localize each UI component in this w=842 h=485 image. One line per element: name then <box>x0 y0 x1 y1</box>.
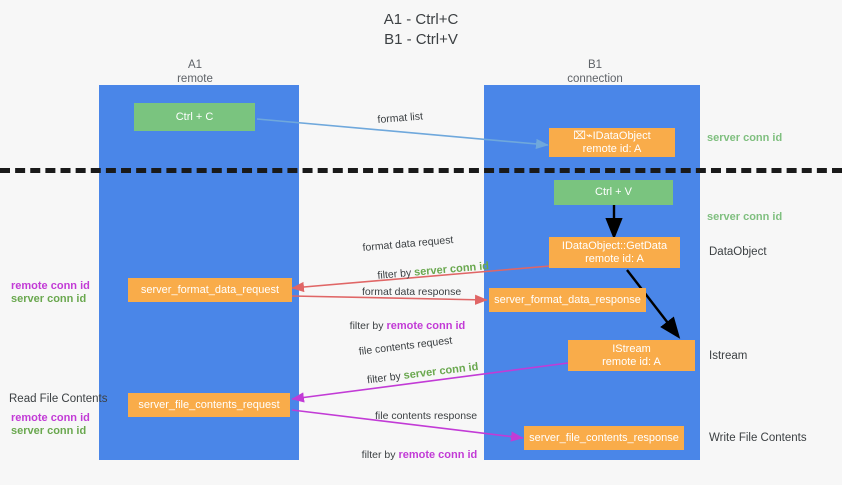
label-server-conn-id-top: server conn id <box>707 132 783 144</box>
label-bottom-remote-conn-id: remote conn id <box>11 412 90 424</box>
edge-filter-value-server-conn-id: server conn id <box>402 360 480 382</box>
edge-filter-value-server-conn-id: server conn id <box>413 260 490 279</box>
label-dataobject: DataObject <box>709 246 767 258</box>
node-server-format-data-request[interactable]: server_format_data_request <box>128 278 292 302</box>
node-istream[interactable]: IStream remote id: A <box>568 340 695 371</box>
node-server-file-contents-response[interactable]: server_file_contents_response <box>524 426 684 450</box>
label-read-file-contents: Read File Contents <box>9 393 108 405</box>
arrow-getdata-to-istream <box>626 269 681 339</box>
node-server-format-data-request-label: server_format_data_request <box>140 283 280 296</box>
label-write-file-contents: Write File Contents <box>709 432 807 444</box>
phase-divider <box>0 168 842 173</box>
node-idataobject-clipboard[interactable]: ⌧⌁IDataObject remote id: A <box>549 128 675 157</box>
label-server-conn-id-mid: server conn id <box>707 211 783 223</box>
edge-filter-value-remote-conn-id: remote conn id <box>386 320 466 332</box>
edge-label-format-data-response-filter: filter by remote conn id <box>338 305 466 347</box>
arrow-format-data-response <box>291 294 488 305</box>
node-idataobject-clipboard-line1: ⌧⌁IDataObject <box>573 129 651 142</box>
edge-filter-value-remote-conn-id: remote conn id <box>398 449 478 461</box>
edge-filter-prefix: filter by <box>361 449 399 461</box>
node-server-file-contents-response-label: server_file_contents_response <box>529 431 679 444</box>
arrow-file-contents-request <box>291 362 569 403</box>
node-ctrl-v-label: Ctrl + V <box>595 186 632 198</box>
node-ctrl-c-label: Ctrl + C <box>175 110 214 123</box>
arrow-format-data-request <box>291 265 551 293</box>
node-server-format-data-response-label: server_format_data_response <box>494 293 641 306</box>
edge-label-format-data-response: format data response <box>362 286 462 298</box>
node-idataobject-clipboard-line2: remote id: A <box>582 142 642 155</box>
node-istream-line1: IStream <box>612 342 651 355</box>
page-title: A1 - Ctrl+C B1 - Ctrl+V <box>383 11 459 48</box>
node-server-format-data-response[interactable]: server_format_data_response <box>489 288 646 312</box>
edge-filter-prefix: filter by <box>376 266 415 282</box>
arrow-format-list <box>256 118 549 150</box>
label-bottom-server-conn-id: server conn id <box>11 425 87 437</box>
node-istream-line2: remote id: A <box>602 355 661 368</box>
node-server-file-contents-request[interactable]: server_file_contents_request <box>128 393 290 417</box>
edge-filter-prefix: filter by <box>366 369 405 387</box>
node-idataobject-getdata-line1: IDataObject::GetData <box>561 239 668 252</box>
node-ctrl-c[interactable]: Ctrl + C <box>134 103 255 131</box>
node-idataobject-getdata[interactable]: IDataObject::GetData remote id: A <box>549 237 680 268</box>
column-header-a1: A1 remote <box>177 59 213 85</box>
edge-label-file-contents-response: file contents response <box>375 410 478 422</box>
arrow-file-contents-response <box>291 409 524 442</box>
edge-label-file-contents-response-filter: filter by remote conn id <box>350 434 478 476</box>
node-server-file-contents-request-label: server_file_contents_request <box>138 398 280 411</box>
label-mid-remote-conn-id: remote conn id <box>11 280 90 292</box>
column-header-b1: B1 connection <box>567 59 623 85</box>
label-istream: Istream <box>709 350 748 362</box>
node-idataobject-getdata-line2: remote id: A <box>585 252 644 265</box>
edge-filter-prefix: filter by <box>349 320 387 332</box>
label-mid-server-conn-id: server conn id <box>11 293 87 305</box>
node-ctrl-v[interactable]: Ctrl + V <box>554 180 673 205</box>
